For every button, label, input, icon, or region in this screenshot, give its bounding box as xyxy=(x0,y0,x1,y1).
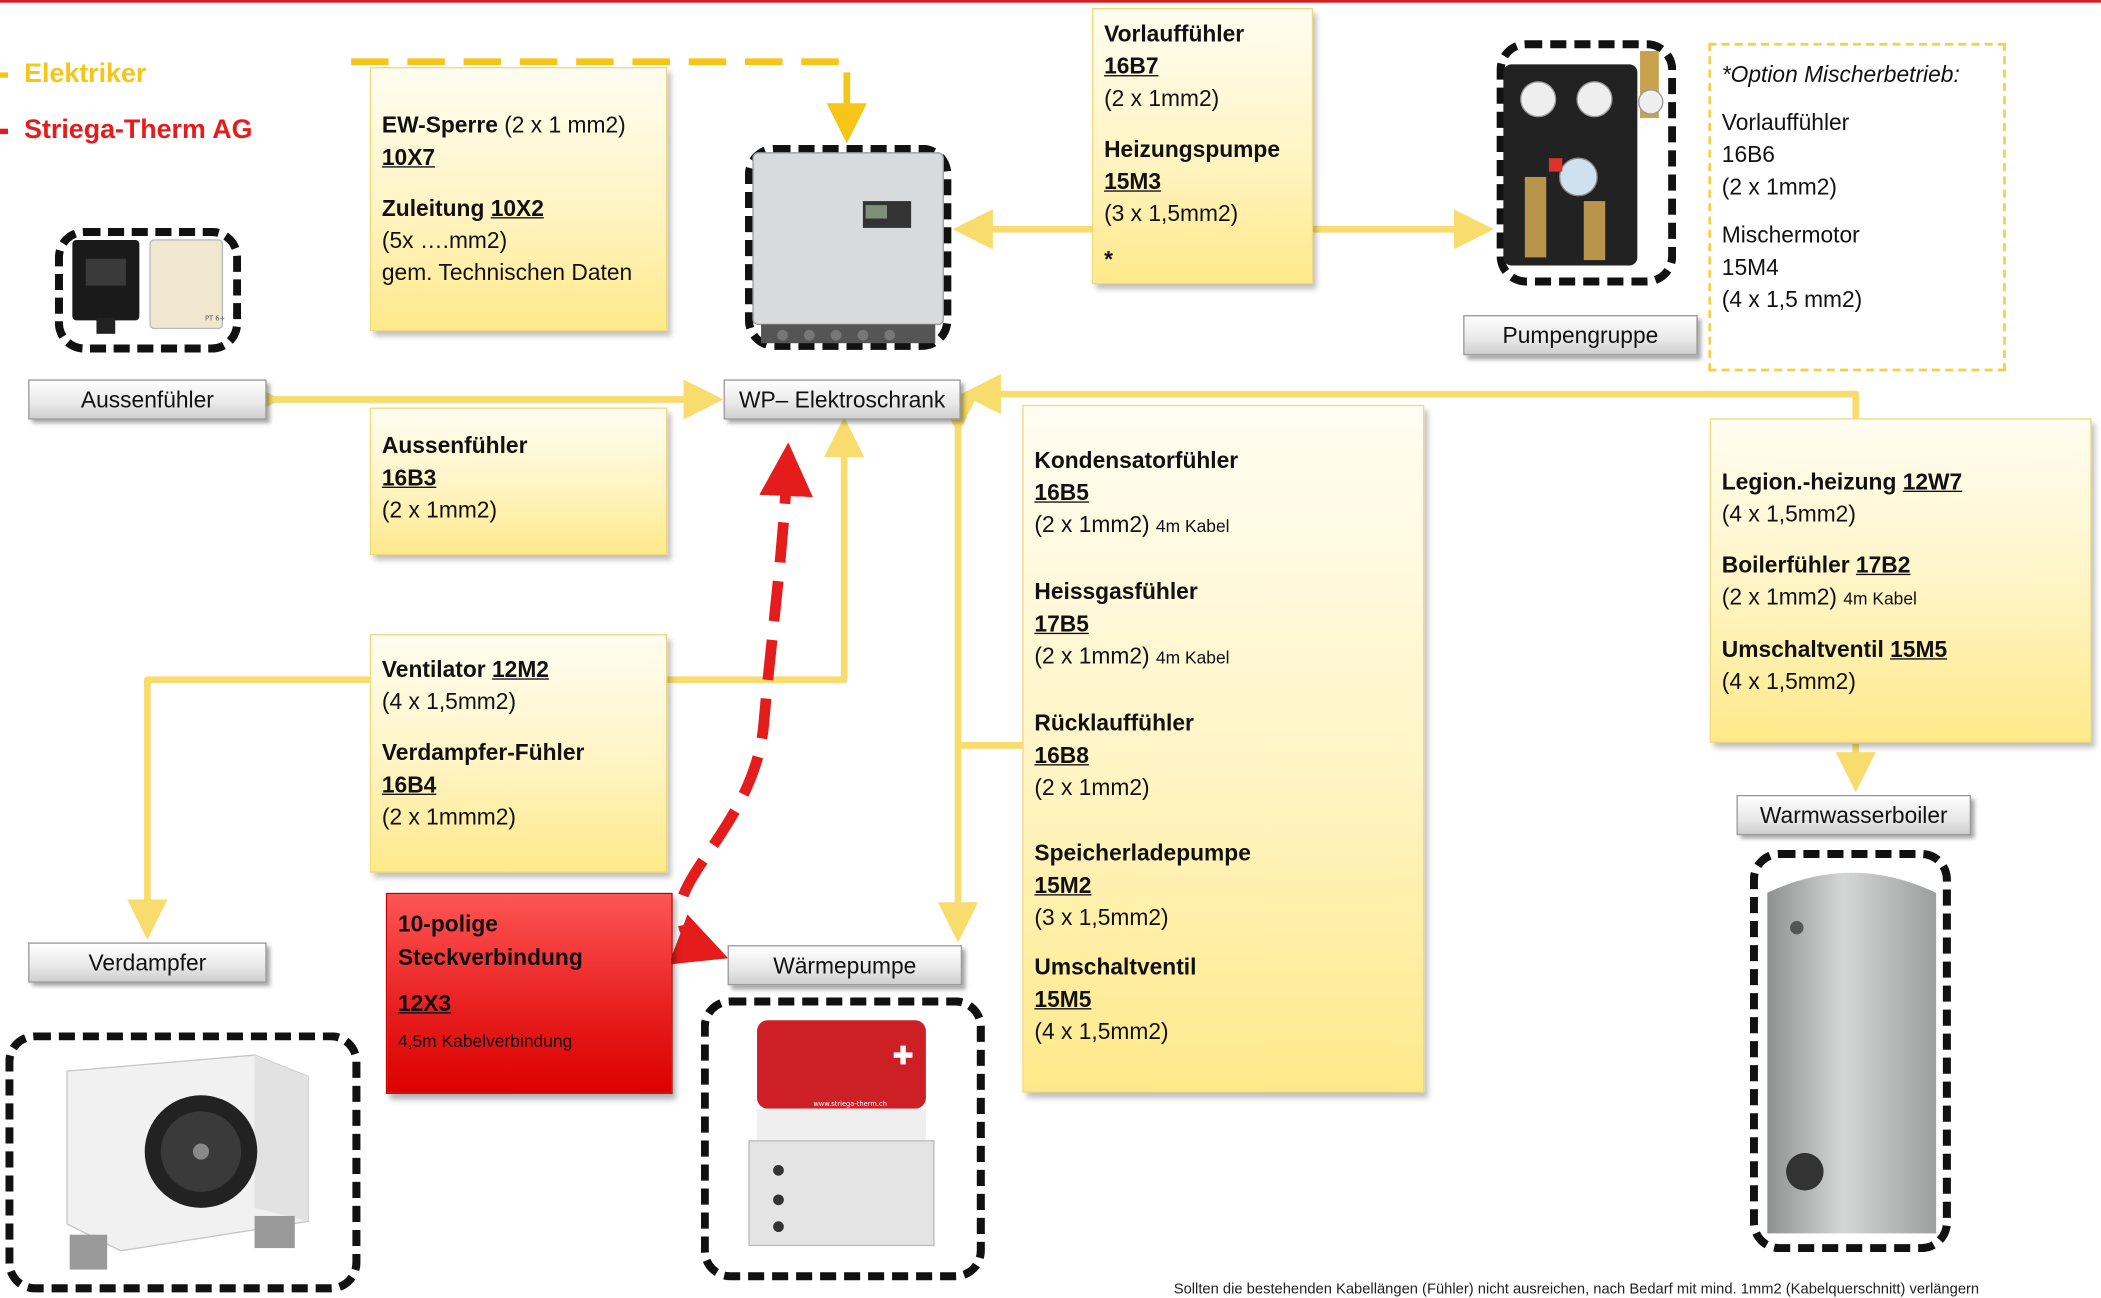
line-striega-red-down xyxy=(668,914,729,965)
legend-striega: Striega-Therm AG xyxy=(0,115,252,146)
box-vorlauf: Vorlauffühler 16B7 (2 x 1mm2) Heizungspu… xyxy=(1092,8,1314,285)
node-elektroschrank: WP– Elektroschrank xyxy=(723,379,961,420)
node-warmwasserboiler: Warmwasserboiler xyxy=(1736,794,1971,836)
box-ew-sperre: EW-Sperre (2 x 1 mm2) 10X7 Zuleitung 10X… xyxy=(369,67,668,332)
node-waermepumpe: Wärmepumpe xyxy=(727,945,963,986)
legend-swatch-red xyxy=(0,128,9,134)
line-striega-red-up xyxy=(678,442,813,898)
pumpen-frame xyxy=(1496,40,1677,286)
aussenfuehler-frame xyxy=(54,227,242,353)
schrank-frame xyxy=(744,144,952,350)
boiler-frame xyxy=(1749,849,1951,1253)
svg-text:www.striega-therm.ch: www.striega-therm.ch xyxy=(813,1100,887,1108)
box-steckverbindung: 10-polige Steckverbindung 12X3 4,5m Kabe… xyxy=(385,892,673,1094)
node-verdampfer: Verdampfer xyxy=(28,942,267,983)
box-aussenfuehler: Aussenfühler 16B3 (2 x 1mm2) xyxy=(369,407,668,556)
aussenfuehler-image: PT 6+ xyxy=(72,239,225,334)
svg-text:PT 6+: PT 6+ xyxy=(205,314,225,322)
warmwasserboiler-image xyxy=(1767,872,1937,1234)
box-option-mischer: *Option Mischerbetrieb: Vorlauffühler 16… xyxy=(1708,42,2006,372)
line-venti-verdampfer xyxy=(127,676,376,940)
waermepumpe-frame xyxy=(700,997,985,1281)
pumpengruppe-image xyxy=(1503,50,1664,266)
line-boiler-schrank xyxy=(960,374,1860,419)
top-divider xyxy=(0,0,2101,3)
waermepumpe-image: www.striega-therm.ch xyxy=(748,1020,935,1247)
footnote: Sollten die bestehenden Kabellängen (Füh… xyxy=(1173,1281,1980,1298)
box-ventilator: Ventilator 12M2 (4 x 1,5mm2) Verdampfer-… xyxy=(369,634,668,873)
legend-elektriker: Elektriker xyxy=(0,59,146,90)
box-legionellen: Legion.-heizung 12W7 (4 x 1,5mm2) Boiler… xyxy=(1709,418,2092,743)
line-venti-schrank xyxy=(665,416,865,684)
node-pumpengruppe: Pumpengruppe xyxy=(1463,315,1698,356)
node-aussenfuehler: Aussenfühler xyxy=(28,379,267,420)
box-kondensator: Kondensatorfühler 16B5 (2 x 1mm2) 4m Kab… xyxy=(1022,404,1425,1093)
verdampfer-image xyxy=(66,1054,309,1270)
elektroschrank-image xyxy=(752,152,944,344)
verdampfer-frame xyxy=(5,1032,361,1293)
legend-swatch-yellow xyxy=(0,72,9,78)
